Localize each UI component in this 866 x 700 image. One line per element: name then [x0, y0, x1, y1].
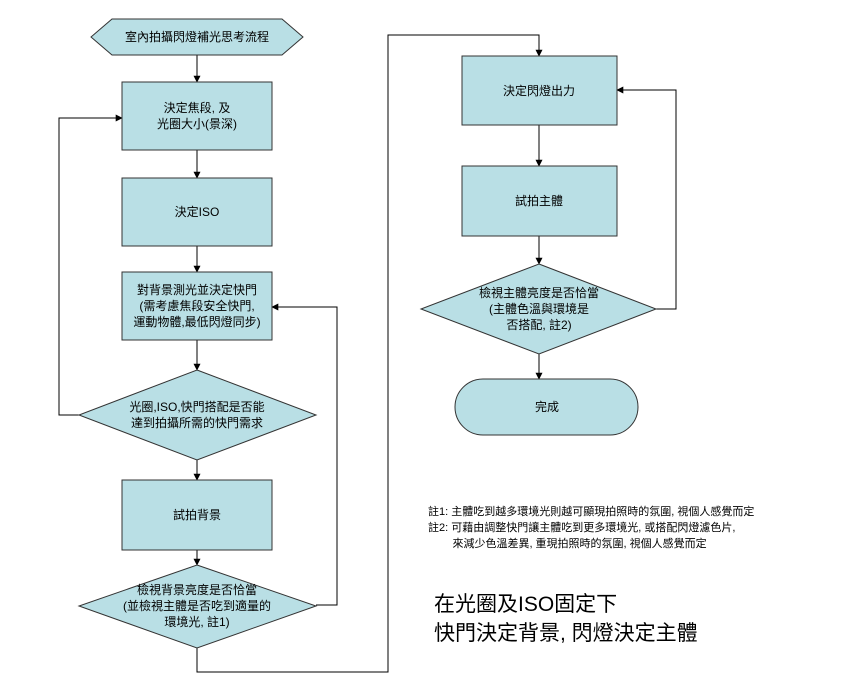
loop-check-subject-to-flash — [616, 86, 677, 310]
check-bg-label: 檢視背景亮度是否恰當(並檢視主體是否吃到適量的環境光, 註1) — [123, 582, 271, 629]
note-2-continued: 來減少色溫差異, 重現拍照時的氛圍, 視個人感覺而定 — [428, 536, 707, 550]
check-combo-label-line: 達到拍攝所需的快門需求 — [131, 415, 263, 430]
connector-check-bg-to-flash — [196, 34, 543, 673]
decision-background: 檢視背景亮度是否恰當(並檢視主體是否吃到適量的環境光, 註1) — [77, 564, 318, 649]
end-terminator — [454, 378, 639, 436]
start-label: 室內拍攝閃燈補光思考流程 — [125, 29, 269, 44]
check-bg-label-line: 環境光, 註1) — [164, 614, 229, 629]
footnotes: 註1: 主體吃到越多環境光則越可顯現拍照時的氛圍, 視個人感覺而定 註2: 可藉… — [428, 504, 754, 550]
iso-label: 決定ISO — [175, 204, 220, 219]
flash-box — [461, 55, 618, 126]
flash-power-label-line: 決定閃燈出力 — [503, 83, 575, 98]
flash-power-label: 決定閃燈出力 — [503, 83, 575, 98]
decision-subject: 檢視主體亮度是否恰當(主體色溫與環境是否搭配, 註2) — [419, 263, 658, 355]
check-subject-label: 檢視主體亮度是否恰當(主體色溫與環境是否搭配, 註2) — [479, 285, 599, 332]
step-flash-power: 決定閃燈出力 — [461, 55, 618, 126]
focal-box — [121, 81, 273, 151]
loop-check-combo-to-focal — [58, 114, 123, 416]
shutter-label: 對背景測光並決定快門(需考慮焦段安全快門,運動物體,最低閃燈同步) — [133, 282, 260, 329]
focal-label: 決定焦段, 及光圈大小(景深) — [157, 100, 237, 131]
summary-line-2: 快門決定背景, 閃燈決定主體 — [434, 622, 698, 645]
summary: 在光圈及ISO固定下 快門決定背景, 閃燈決定主體 — [434, 593, 698, 645]
check-bg-label-line: 檢視背景亮度是否恰當 — [137, 582, 257, 597]
decision-combo: 光圈,ISO,快門搭配是否能達到拍攝所需的快門需求 — [77, 369, 318, 461]
step-test-background: 試拍背景 — [121, 479, 273, 551]
flow-start: 室內拍攝閃燈補光思考流程 — [90, 18, 304, 56]
test-bg-label: 試拍背景 — [173, 507, 221, 522]
test-subject-label-line: 試拍主體 — [515, 193, 563, 208]
summary-line-1: 在光圈及ISO固定下 — [434, 593, 617, 616]
combo-diamond — [77, 369, 318, 461]
flow-end: 完成 — [454, 378, 639, 436]
focal-label-line: 決定焦段, 及 — [164, 100, 231, 115]
connectors — [58, 34, 677, 673]
bg-diamond — [77, 564, 318, 649]
start-hexagon — [90, 18, 304, 56]
start-label-line: 室內拍攝閃燈補光思考流程 — [125, 29, 269, 44]
check-subject-label-line: 檢視主體亮度是否恰當 — [479, 285, 599, 300]
check-subject-label-line: (主體色溫與環境是 — [489, 301, 589, 316]
shutter-label-line: 運動物體,最低閃燈同步) — [133, 314, 260, 329]
note-2: 註2: 可藉由調整快門讓主體吃到更多環境光, 或搭配閃燈濾色片, — [428, 520, 735, 534]
step-shutter: 對背景測光並決定快門(需考慮焦段安全快門,運動物體,最低閃燈同步) — [121, 271, 273, 341]
loop-check-bg-to-shutter — [271, 303, 338, 606]
iso-label-line: 決定ISO — [175, 204, 220, 219]
check-subject-label-line: 否搭配, 註2) — [506, 318, 571, 332]
end-label-line: 完成 — [535, 399, 559, 414]
test-bg-box — [121, 479, 273, 551]
check-combo-label: 光圈,ISO,快門搭配是否能達到拍攝所需的快門需求 — [129, 400, 264, 430]
test-subject-box — [461, 165, 618, 237]
check-combo-label-line: 光圈,ISO,快門搭配是否能 — [129, 400, 264, 414]
check-bg-label-line: (並檢視主體是否吃到適量的 — [123, 598, 271, 613]
focal-label-line: 光圈大小(景深) — [157, 117, 237, 131]
test-subject-label: 試拍主體 — [515, 193, 563, 208]
end-label: 完成 — [535, 399, 559, 414]
step-iso: 決定ISO — [121, 177, 273, 247]
shutter-box — [121, 271, 273, 341]
shutter-label-line: 對背景測光並決定快門 — [137, 282, 257, 297]
step-focal-aperture: 決定焦段, 及光圈大小(景深) — [121, 81, 273, 151]
shutter-label-line: (需考慮焦段安全快門, — [139, 298, 254, 313]
test-bg-label-line: 試拍背景 — [173, 507, 221, 522]
note-1: 註1: 主體吃到越多環境光則越可顯現拍照時的氛圍, 視個人感覺而定 — [428, 504, 754, 518]
subject-diamond — [419, 263, 658, 355]
step-test-subject: 試拍主體 — [461, 165, 618, 237]
iso-box — [121, 177, 273, 247]
